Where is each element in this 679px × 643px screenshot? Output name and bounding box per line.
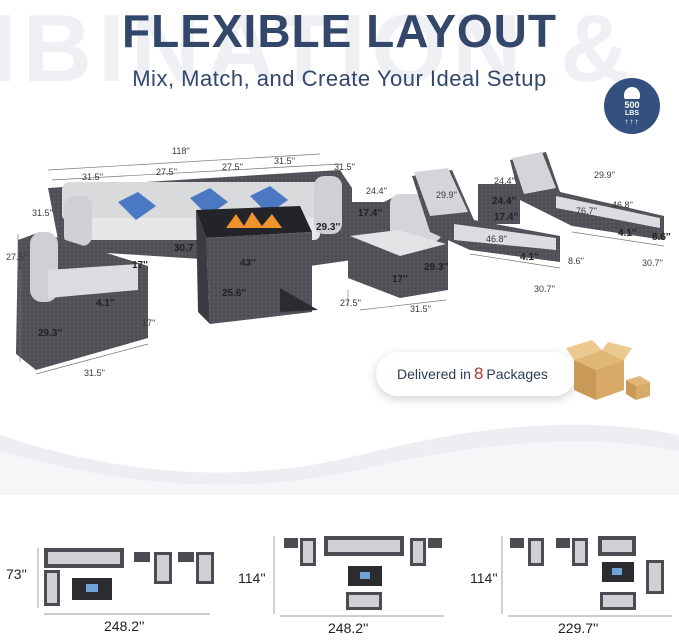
dim-lounger-a-leg: 4.1'' <box>520 252 539 263</box>
dim-side-table-a-h: 17.4'' <box>358 208 383 219</box>
dim-chair-height: 29.3'' <box>424 262 449 273</box>
dim-side-table-b: 24.4'' <box>494 176 515 186</box>
package-count: 8 <box>473 364 484 383</box>
config-1-width: 248.2'' <box>104 618 145 634</box>
chaise-lounger-b <box>510 152 664 240</box>
page-subtitle: Mix, Match, and Create Your Ideal Setup <box>132 66 547 91</box>
dim-lounger-a-side: 8.6'' <box>568 256 584 266</box>
config-1-diagram <box>37 548 214 615</box>
dim-corner-width: 31.5'' <box>84 368 105 378</box>
dim-seat-d: 31.5'' <box>274 156 295 166</box>
dim-sofa-seat-h: 17'' <box>132 260 148 271</box>
delivery-info: Delivered in 8 Packages <box>376 352 576 396</box>
page-title: FLEXIBLE LAYOUT <box>122 5 557 57</box>
dim-side-table-b-h: 17.4'' <box>494 212 519 223</box>
config-3-diagram <box>501 536 672 617</box>
config-3-width: 229.7'' <box>558 620 599 636</box>
dim-corner-height: 29.3'' <box>38 328 63 339</box>
pillow-icon <box>250 186 288 214</box>
fire-pit-table <box>196 206 318 324</box>
dim-lounger-b-length: 46.8'' <box>612 200 633 210</box>
weight-value: 500 <box>624 99 640 110</box>
dim-lounger-b-base: 30.7'' <box>642 258 663 268</box>
dim-chair-depth: 27.5'' <box>340 298 361 308</box>
side-table-left <box>352 202 386 228</box>
weight-icon <box>624 86 640 99</box>
pillow-icon <box>190 188 228 216</box>
dim-corner-arm: 4.1'' <box>96 298 115 309</box>
pillow-icon <box>118 192 156 220</box>
dim-side-table-b2: 24.4'' <box>492 196 517 207</box>
config-2-diagram <box>273 536 444 617</box>
delivery-suffix: Packages <box>486 366 548 382</box>
wave-divider <box>0 424 679 495</box>
dim-sofa-total: 118'' <box>172 146 190 156</box>
dim-lounger-a-base: 30.7'' <box>534 284 555 294</box>
package-box-icon <box>566 340 650 400</box>
weight-capacity-badge: 500 LBS ↑↑↑ <box>604 78 660 134</box>
config-1-height: 73'' <box>6 566 27 582</box>
background-watermark: IBINATION & <box>0 0 679 120</box>
layout-config-3: 114'' 229.7'' <box>462 530 677 640</box>
delivery-prefix: Delivered in <box>397 366 471 382</box>
dim-chair-seat-h: 17'' <box>392 274 408 285</box>
arrows-up-icon: ↑↑↑ <box>624 116 640 126</box>
config-2-width: 248.2'' <box>328 620 369 636</box>
corner-sofa <box>16 232 148 370</box>
dim-lounger-b-side: 8.6'' <box>652 232 671 243</box>
dim-lounger-a-width: 29.9'' <box>436 190 457 200</box>
dim-lounger-b-leg: 4.1'' <box>618 228 637 239</box>
dim-seat-b: 27.5'' <box>156 167 177 177</box>
dim-lounger-b-mid: 76.7'' <box>576 206 597 216</box>
dim-sofa-right: 31.5'' <box>334 162 355 172</box>
layout-config-2: 114'' 248.2'' <box>230 530 450 640</box>
config-3-height: 114'' <box>470 570 498 586</box>
furniture-scene <box>16 152 665 375</box>
watermark-text: IBINATION & <box>0 0 636 102</box>
dim-sofa-left-depth: 31.5'' <box>32 208 53 218</box>
dim-chair-width: 31.5'' <box>410 304 431 314</box>
dim-lounger-a-length: 46.8'' <box>486 234 507 244</box>
dim-seat-a: 31.5'' <box>82 172 103 182</box>
sectional-sofa <box>48 170 352 266</box>
dim-sofa-height: 29.3'' <box>316 222 341 233</box>
flame-icon <box>226 212 282 228</box>
dim-sofa-back: 30.7 <box>174 243 194 254</box>
dim-corner-depth: 27.5'' <box>6 252 27 262</box>
dim-side-table-a: 24.4'' <box>366 186 387 196</box>
dim-fire-height: 25.6'' <box>222 288 247 299</box>
config-2-height: 114'' <box>238 570 266 586</box>
dim-corner-seat-h: 17'' <box>142 318 156 328</box>
dim-seat-c: 27.5'' <box>222 162 243 172</box>
dim-lounger-b-width: 29.9'' <box>594 170 615 180</box>
weight-unit: LBS <box>625 109 639 117</box>
side-table-right <box>478 184 520 224</box>
chaise-lounger-a <box>412 168 560 262</box>
dim-fire-width: 43'' <box>240 258 256 269</box>
layout-config-1: 73'' 248.2'' <box>0 530 226 640</box>
